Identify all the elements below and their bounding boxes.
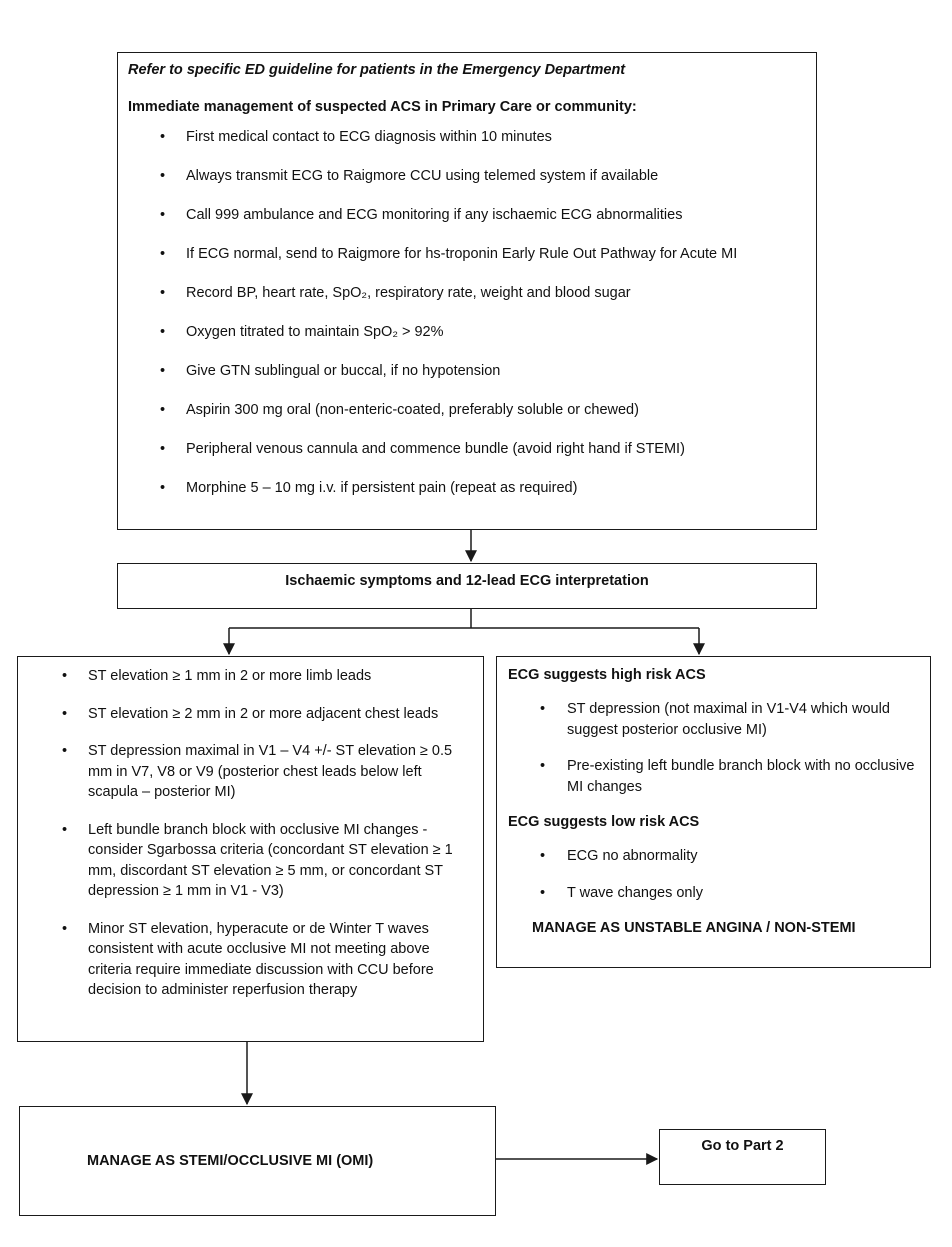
- high-risk-list: ST depression (not maximal in V1-V4 whic…: [508, 699, 920, 797]
- ecg-interpretation-label: Ischaemic symptoms and 12-lead ECG inter…: [285, 573, 649, 589]
- immediate-management-box: Refer to specific ED guideline for patie…: [117, 52, 817, 530]
- low-risk-heading: ECG suggests low risk ACS: [508, 814, 700, 830]
- list-item: Minor ST elevation, hyperacute or de Win…: [18, 919, 471, 1001]
- high-risk-heading: ECG suggests high risk ACS: [508, 667, 706, 683]
- list-item: ST elevation ≥ 2 mm in 2 or more adjacen…: [18, 704, 471, 725]
- immediate-management-list: First medical contact to ECG diagnosis w…: [128, 128, 806, 518]
- manage-stemi-box: MANAGE AS STEMI/OCCLUSIVE MI (OMI): [19, 1106, 496, 1216]
- ecg-interpretation-box: Ischaemic symptoms and 12-lead ECG inter…: [117, 563, 817, 609]
- list-item: Aspirin 300 mg oral (non-enteric-coated,…: [128, 401, 806, 440]
- list-item: Call 999 ambulance and ECG monitoring if…: [128, 206, 806, 245]
- stemi-criteria-box: ST elevation ≥ 1 mm in 2 or more limb le…: [17, 656, 484, 1042]
- risk-acs-box: ECG suggests high risk ACS ST depression…: [496, 656, 931, 968]
- list-item: Peripheral venous cannula and commence b…: [128, 440, 806, 479]
- go-to-part2-box: Go to Part 2: [659, 1129, 826, 1185]
- stemi-criteria-list: ST elevation ≥ 1 mm in 2 or more limb le…: [18, 666, 471, 1001]
- immediate-management-heading: Immediate management of suspected ACS in…: [128, 99, 637, 115]
- list-item: Oxygen titrated to maintain SpO₂ > 92%: [128, 323, 806, 362]
- low-risk-list: ECG no abnormality T wave changes only: [508, 846, 920, 903]
- list-item: ST depression maximal in V1 – V4 +/- ST …: [18, 741, 471, 803]
- ed-guideline-note: Refer to specific ED guideline for patie…: [128, 62, 626, 78]
- go-to-part2-label: Go to Part 2: [701, 1138, 784, 1154]
- list-item: Always transmit ECG to Raigmore CCU usin…: [128, 167, 806, 206]
- manage-stemi-label: MANAGE AS STEMI/OCCLUSIVE MI (OMI): [87, 1153, 374, 1169]
- list-item: First medical contact to ECG diagnosis w…: [128, 128, 806, 167]
- list-item: ST elevation ≥ 1 mm in 2 or more limb le…: [18, 666, 471, 687]
- list-item: ECG no abnormality: [508, 846, 920, 867]
- list-item: If ECG normal, send to Raigmore for hs-t…: [128, 245, 806, 284]
- list-item: Pre-existing left bundle branch block wi…: [508, 756, 920, 797]
- manage-unstable-angina-label: MANAGE AS UNSTABLE ANGINA / NON-STEMI: [532, 920, 856, 936]
- list-item: ST depression (not maximal in V1-V4 whic…: [508, 699, 920, 740]
- list-item: T wave changes only: [508, 883, 920, 904]
- list-item: Record BP, heart rate, SpO₂, respiratory…: [128, 284, 806, 323]
- list-item: Give GTN sublingual or buccal, if no hyp…: [128, 362, 806, 401]
- list-item: Morphine 5 – 10 mg i.v. if persistent pa…: [128, 479, 806, 518]
- list-item: Left bundle branch block with occlusive …: [18, 820, 471, 902]
